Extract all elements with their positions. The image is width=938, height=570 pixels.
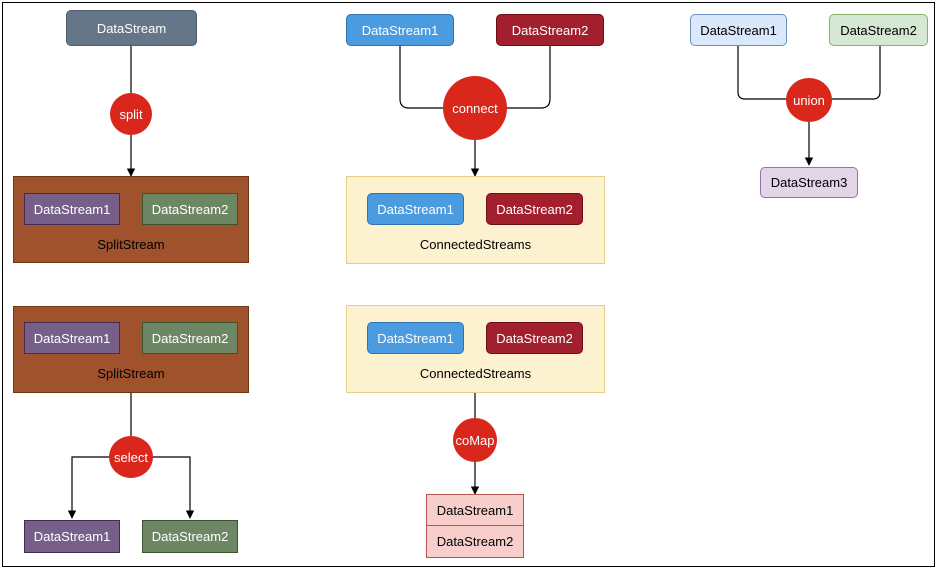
comap-op-node[interactable]: coMap <box>453 418 497 462</box>
select-source-item-1[interactable]: DataStream1 <box>24 322 120 354</box>
edge-ds2-to-union <box>832 46 881 100</box>
split-result-item-2[interactable]: DataStream2 <box>142 193 238 225</box>
split-result-label: SplitStream <box>97 237 165 252</box>
select-source-item-2[interactable]: DataStream2 <box>142 322 238 354</box>
edge-select-to-output2 <box>151 456 195 519</box>
split-source-node[interactable]: DataStream <box>66 10 197 46</box>
select-output-1[interactable]: DataStream1 <box>24 520 120 553</box>
select-op-node[interactable]: select <box>109 436 153 478</box>
comap-result-item-2[interactable]: DataStream2 <box>426 525 524 558</box>
comap-source-item-1[interactable]: DataStream1 <box>367 322 464 354</box>
split-op-node[interactable]: split <box>110 93 152 135</box>
union-result-node[interactable]: DataStream3 <box>760 167 858 198</box>
comap-source-label: ConnectedStreams <box>419 366 532 381</box>
edge-ds1-to-connect <box>399 46 444 109</box>
connect-result-label: ConnectedStreams <box>419 237 532 252</box>
union-op-node[interactable]: union <box>786 78 832 122</box>
connect-result-item-1[interactable]: DataStream1 <box>367 193 464 225</box>
connect-source-1[interactable]: DataStream1 <box>346 14 454 46</box>
comap-source-item-2[interactable]: DataStream2 <box>486 322 583 354</box>
edge-ds1-to-union <box>737 46 786 100</box>
comap-result-item-1[interactable]: DataStream1 <box>426 494 524 526</box>
select-source-label: SplitStream <box>97 366 165 381</box>
split-result-item-1[interactable]: DataStream1 <box>24 193 120 225</box>
union-source-1[interactable]: DataStream1 <box>690 14 787 46</box>
select-output-2[interactable]: DataStream2 <box>142 520 238 553</box>
edge-ds2-to-connect <box>507 46 551 109</box>
connect-result-item-2[interactable]: DataStream2 <box>486 193 583 225</box>
union-source-2[interactable]: DataStream2 <box>829 14 928 46</box>
connect-source-2[interactable]: DataStream2 <box>496 14 604 46</box>
edge-select-to-output1 <box>67 456 111 519</box>
connect-op-node[interactable]: connect <box>443 76 507 140</box>
